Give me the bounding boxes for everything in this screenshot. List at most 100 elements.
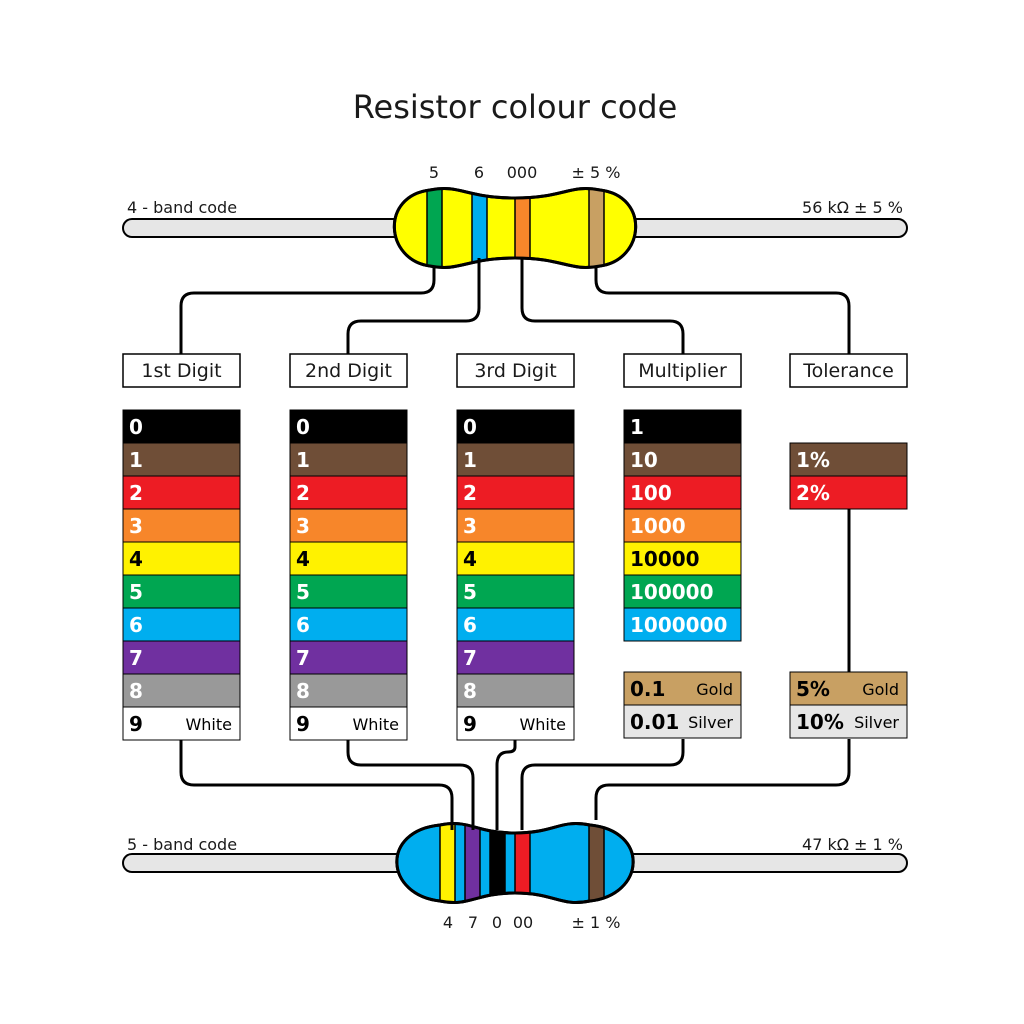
connector-2nd-digit-to-band2	[346, 739, 475, 830]
colour-cell-value: 1000000	[630, 613, 727, 637]
colour-cell-value: 8	[296, 679, 310, 703]
four-band-band-label-1: 5	[429, 163, 439, 182]
colour-cell	[289, 640, 408, 675]
colour-cell-value: 0	[463, 415, 477, 439]
four-band-band-label-2: 6	[474, 163, 484, 182]
column-header-box	[456, 353, 575, 388]
colour-cell-value: 0.1	[630, 677, 665, 701]
colour-cell	[789, 442, 908, 477]
four-band-band-label-3: 000	[507, 163, 538, 182]
colour-cell	[122, 640, 241, 675]
colour-cell-value: 3	[296, 514, 310, 538]
colour-cell-name: White	[352, 715, 399, 734]
colour-cell-value: 7	[129, 646, 143, 670]
colour-cell-value: 5	[129, 580, 143, 604]
colour-cell-value: 8	[129, 679, 143, 703]
colour-cell-value: 5%	[796, 677, 830, 701]
four-band-band-1	[426, 188, 443, 268]
five-band-bands	[439, 823, 605, 903]
colour-cell-value: 6	[463, 613, 477, 637]
colour-cell-value: 2	[296, 481, 310, 505]
colour-cell	[623, 442, 742, 477]
four-band-value: 56 kΩ ± 5 %	[802, 198, 903, 217]
colour-cell-value: 0	[129, 415, 143, 439]
colour-cell	[122, 706, 241, 741]
colour-cell-value: 3	[463, 514, 477, 538]
column-header: 1st Digit	[141, 360, 221, 382]
colour-cell	[456, 574, 575, 609]
colour-cell-value: 6	[129, 613, 143, 637]
colour-cell-value: 10%	[796, 710, 844, 734]
colour-cell	[122, 442, 241, 477]
colour-cell	[623, 671, 742, 706]
colour-cell-value: 4	[129, 547, 143, 571]
colour-cell-value: 7	[296, 646, 310, 670]
colour-cell-value: 1	[630, 415, 644, 439]
page-title: Resistor colour code	[353, 88, 678, 126]
colour-cell-value: 1000	[630, 514, 686, 538]
connector-tolerance-to-band5	[594, 739, 851, 820]
colour-cell	[289, 541, 408, 576]
colour-cell	[456, 475, 575, 510]
five-band-value: 47 kΩ ± 1 %	[802, 835, 903, 854]
five-band-band-label-3: 0	[492, 913, 502, 932]
five-band-band-label-1: 4	[443, 913, 453, 932]
colour-cell-value: 9	[296, 712, 310, 736]
colour-cell	[456, 409, 575, 444]
four-band-band-2	[471, 188, 488, 268]
colour-cell	[789, 704, 908, 739]
colour-cell-value: 0	[296, 415, 310, 439]
colour-cell-value: 100000	[630, 580, 714, 604]
colour-cell-value: 2	[129, 481, 143, 505]
colour-cell-value: 10	[630, 448, 658, 472]
five-band-band-label-4: 00	[513, 913, 533, 932]
colour-cell	[456, 640, 575, 675]
four-band-band-4	[588, 188, 605, 268]
colour-cell-value: 6	[296, 613, 310, 637]
connector-band2-to-2nd-digit	[346, 258, 481, 354]
colour-cell-value: 1	[296, 448, 310, 472]
four-band-label: 4 - band code	[127, 198, 237, 217]
four-band-band-3	[514, 188, 531, 268]
five-band-band-2	[464, 823, 481, 903]
five-band-band-1	[439, 823, 456, 903]
connector-multiplier-to-band4	[520, 739, 685, 830]
colour-cell-value: 0.01	[630, 710, 679, 734]
colour-cell	[789, 475, 908, 510]
colour-cell-value: 5	[296, 580, 310, 604]
colour-cell-value: 5	[463, 580, 477, 604]
column-header-box	[289, 353, 408, 388]
colour-cell-value: 3	[129, 514, 143, 538]
colour-cell-name: White	[185, 715, 232, 734]
colour-cell-value: 9	[463, 712, 477, 736]
colour-cell	[289, 673, 408, 708]
five-band-band-5	[588, 823, 605, 903]
colour-cell-value: 1	[129, 448, 143, 472]
colour-cell-name: Silver	[688, 713, 733, 732]
colour-cell	[289, 442, 408, 477]
colour-cell-value: 1	[463, 448, 477, 472]
four-band-resistor: 4 - band code 56 kΩ ± 5 % 5 6 000 ± 5 %	[122, 163, 908, 269]
five-band-band-4	[514, 823, 531, 903]
colour-cell	[122, 607, 241, 642]
colour-cell	[456, 508, 575, 543]
four-band-bands	[426, 188, 605, 268]
colour-cell-value: 1%	[796, 448, 830, 472]
connector-band1-to-1st-digit	[179, 268, 436, 354]
colour-cell-value: 7	[463, 646, 477, 670]
colour-cell-value: 2%	[796, 481, 830, 505]
four-band-body-outline	[392, 187, 638, 269]
column-header: Multiplier	[638, 360, 727, 382]
colour-cell-value: 2	[463, 481, 477, 505]
column-header-box	[623, 353, 742, 388]
colour-cell-value: 10000	[630, 547, 700, 571]
column-header: 3rd Digit	[474, 360, 556, 382]
connector-band3-to-multiplier	[520, 258, 685, 354]
column-header-box	[122, 353, 241, 388]
colour-cell-value: 8	[463, 679, 477, 703]
